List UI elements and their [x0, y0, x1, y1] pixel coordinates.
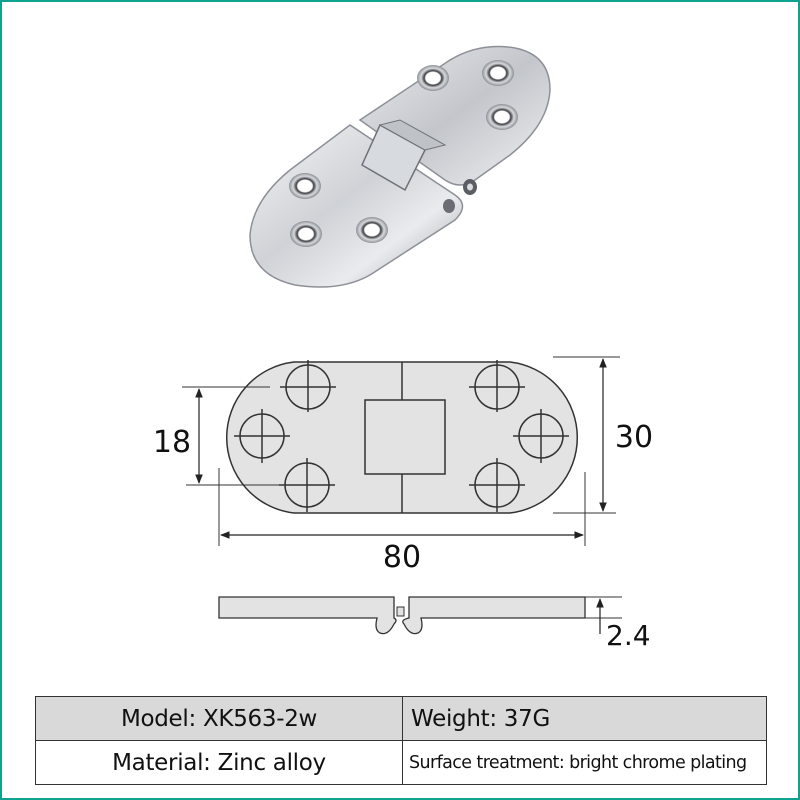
dim-label-30: 30 [615, 420, 653, 455]
spec-row: Material: Zinc alloy Surface treatment: … [35, 740, 767, 785]
top-view: 18 30 80 [153, 356, 653, 575]
drill-holes [234, 360, 569, 512]
dim-label-2.4: 2.4 [606, 619, 651, 652]
side-view: 2.4 [218, 596, 651, 652]
dim-label-80: 80 [383, 540, 421, 575]
screw-holes [289, 60, 518, 247]
dim-label-18: 18 [153, 425, 191, 460]
spec-cell-weight: Weight: 37G [402, 696, 767, 741]
spec-cell-surface-treatment: Surface treatment: bright chrome plating [402, 740, 767, 785]
technical-drawing: 18 30 80 2.4 [153, 356, 653, 652]
spec-cell-material: Material: Zinc alloy [35, 740, 403, 785]
spec-cell-model: Model: XK563-2w [35, 696, 403, 741]
spec-row: Model: XK563-2w Weight: 37G [35, 696, 767, 741]
product-photo [249, 45, 551, 288]
spec-table: Model: XK563-2w Weight: 37G Material: Zi… [35, 696, 767, 785]
